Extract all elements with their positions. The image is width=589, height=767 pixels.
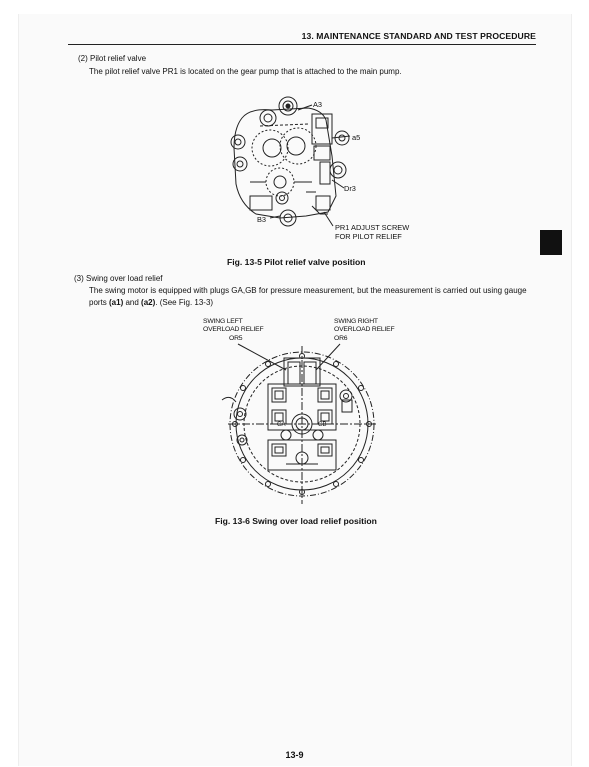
- section-heading-swing-overload: (3) Swing over load relief: [74, 274, 163, 283]
- section-body-swing-overload: The swing motor is equipped with plugs G…: [89, 285, 534, 308]
- label-a3: A3: [313, 100, 323, 109]
- label-ga: GA: [277, 422, 286, 428]
- gear-pump-diagram: [230, 96, 351, 227]
- section-body-pilot-relief: The pilot relief valve PR1 is located on…: [89, 67, 402, 76]
- label-gb: GB: [318, 422, 327, 428]
- page-sheet: [18, 14, 572, 766]
- figure-caption-13-6: Fig. 13-6 Swing over load relief positio…: [215, 516, 377, 526]
- body-text-end: . (See Fig. 13-3): [155, 297, 214, 307]
- label-pr1-line2: FOR PILOT RELIEF: [335, 232, 402, 241]
- section-heading-pilot-relief: (2) Pilot relief valve: [78, 54, 147, 63]
- label-pr1-line1: PR1 ADJUST SCREW: [335, 223, 410, 232]
- label-or5: OR5: [229, 335, 243, 342]
- body-text-start: The swing motor is equipped with plugs G…: [89, 286, 527, 307]
- page-header-title: 13. MAINTENANCE STANDARD AND TEST PROCED…: [301, 31, 536, 41]
- swing-motor-diagram: [221, 343, 376, 504]
- page-number: 13-9: [285, 750, 304, 760]
- port-a2: (a2): [141, 297, 156, 307]
- label-swing-right-line1: SWING RIGHT: [334, 318, 378, 325]
- label-or6: OR6: [334, 335, 348, 342]
- label-swing-right-line2: OVERLOAD RELIEF: [334, 326, 395, 334]
- figure-caption-13-5: Fig. 13-5 Pilot relief valve position: [227, 257, 366, 267]
- label-b3: B3: [257, 215, 267, 224]
- label-dr3: Dr3: [344, 184, 356, 193]
- chapter-tab-marker: [540, 230, 562, 255]
- label-swing-left-line1: SWING LEFT: [203, 318, 243, 325]
- label-swing-left-line2: OVERLOAD RELIEF: [203, 326, 264, 334]
- label-a5: a5: [352, 133, 361, 142]
- port-a1: (a1): [109, 297, 124, 307]
- body-text-and: and: [123, 297, 142, 307]
- header-rule: [68, 44, 536, 45]
